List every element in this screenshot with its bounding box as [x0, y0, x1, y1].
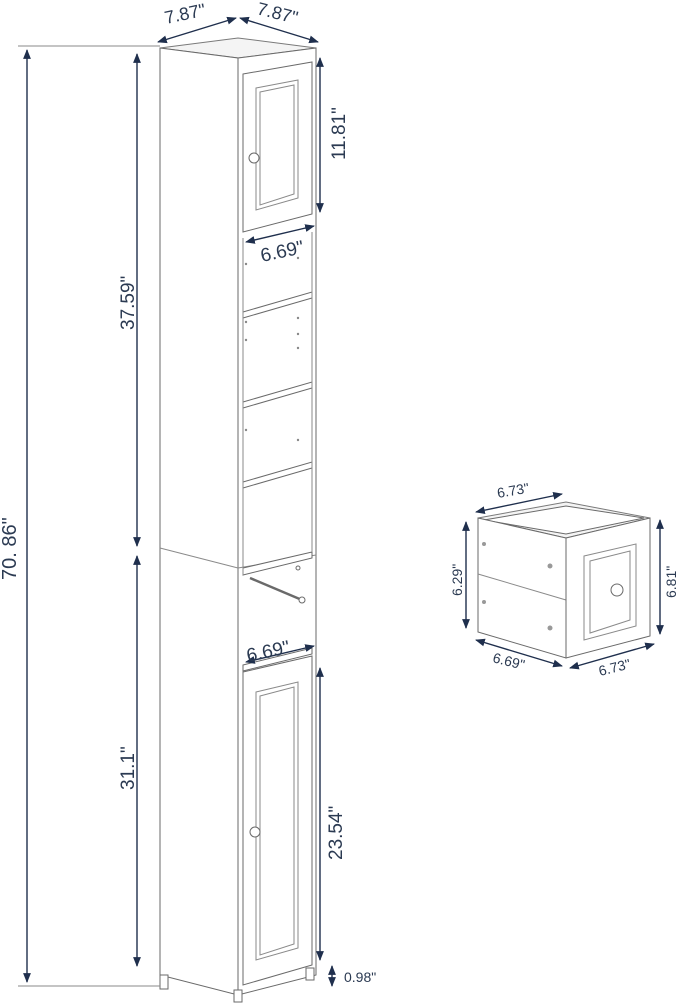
lower-door-panel [255, 681, 299, 961]
lower-door [242, 655, 313, 986]
drawer-dimensions: 6.73" 6.29" 6.81" 6.69" 6.73" [449, 480, 679, 679]
upper-door-panel [255, 79, 299, 211]
lower-door-knob [249, 826, 261, 838]
drawer-left-height-label: 6.29" [449, 564, 465, 596]
drawer-top-depth-label: 6.73" [496, 480, 531, 501]
drawer-box [477, 501, 651, 659]
tall-cabinet [159, 37, 317, 1003]
towel-rod [249, 576, 303, 602]
cabinet-foot-right [233, 989, 243, 1003]
drawer-bottom-depth-label: 6.73" [597, 656, 632, 679]
top-door-height-label: 11.81" [329, 107, 350, 160]
lower-height-label: 31.1" [118, 746, 139, 790]
drawer-front [565, 517, 651, 659]
cabinet-width-label: 7.87" [255, 0, 300, 28]
cabinet-depth-label: 7.87" [163, 0, 208, 28]
upper-height-label: 37.59" [118, 276, 139, 330]
upper-door [242, 61, 313, 233]
cabinet-foot-left [159, 974, 169, 990]
upper-door-knob [248, 152, 260, 164]
drawer-bottom-width-label: 6.69" [491, 649, 526, 672]
feet-height-label: 0.98" [344, 969, 376, 985]
cabinet-left-side [159, 47, 239, 996]
drawer-right-height-label: 6.81" [663, 566, 679, 598]
bottom-door-height-label: 23.54" [326, 806, 347, 860]
drawer-left-side [477, 517, 567, 659]
open-shelves [242, 232, 313, 576]
total-height-label: 70. 86" [0, 517, 21, 580]
drawer-knob [610, 583, 624, 597]
